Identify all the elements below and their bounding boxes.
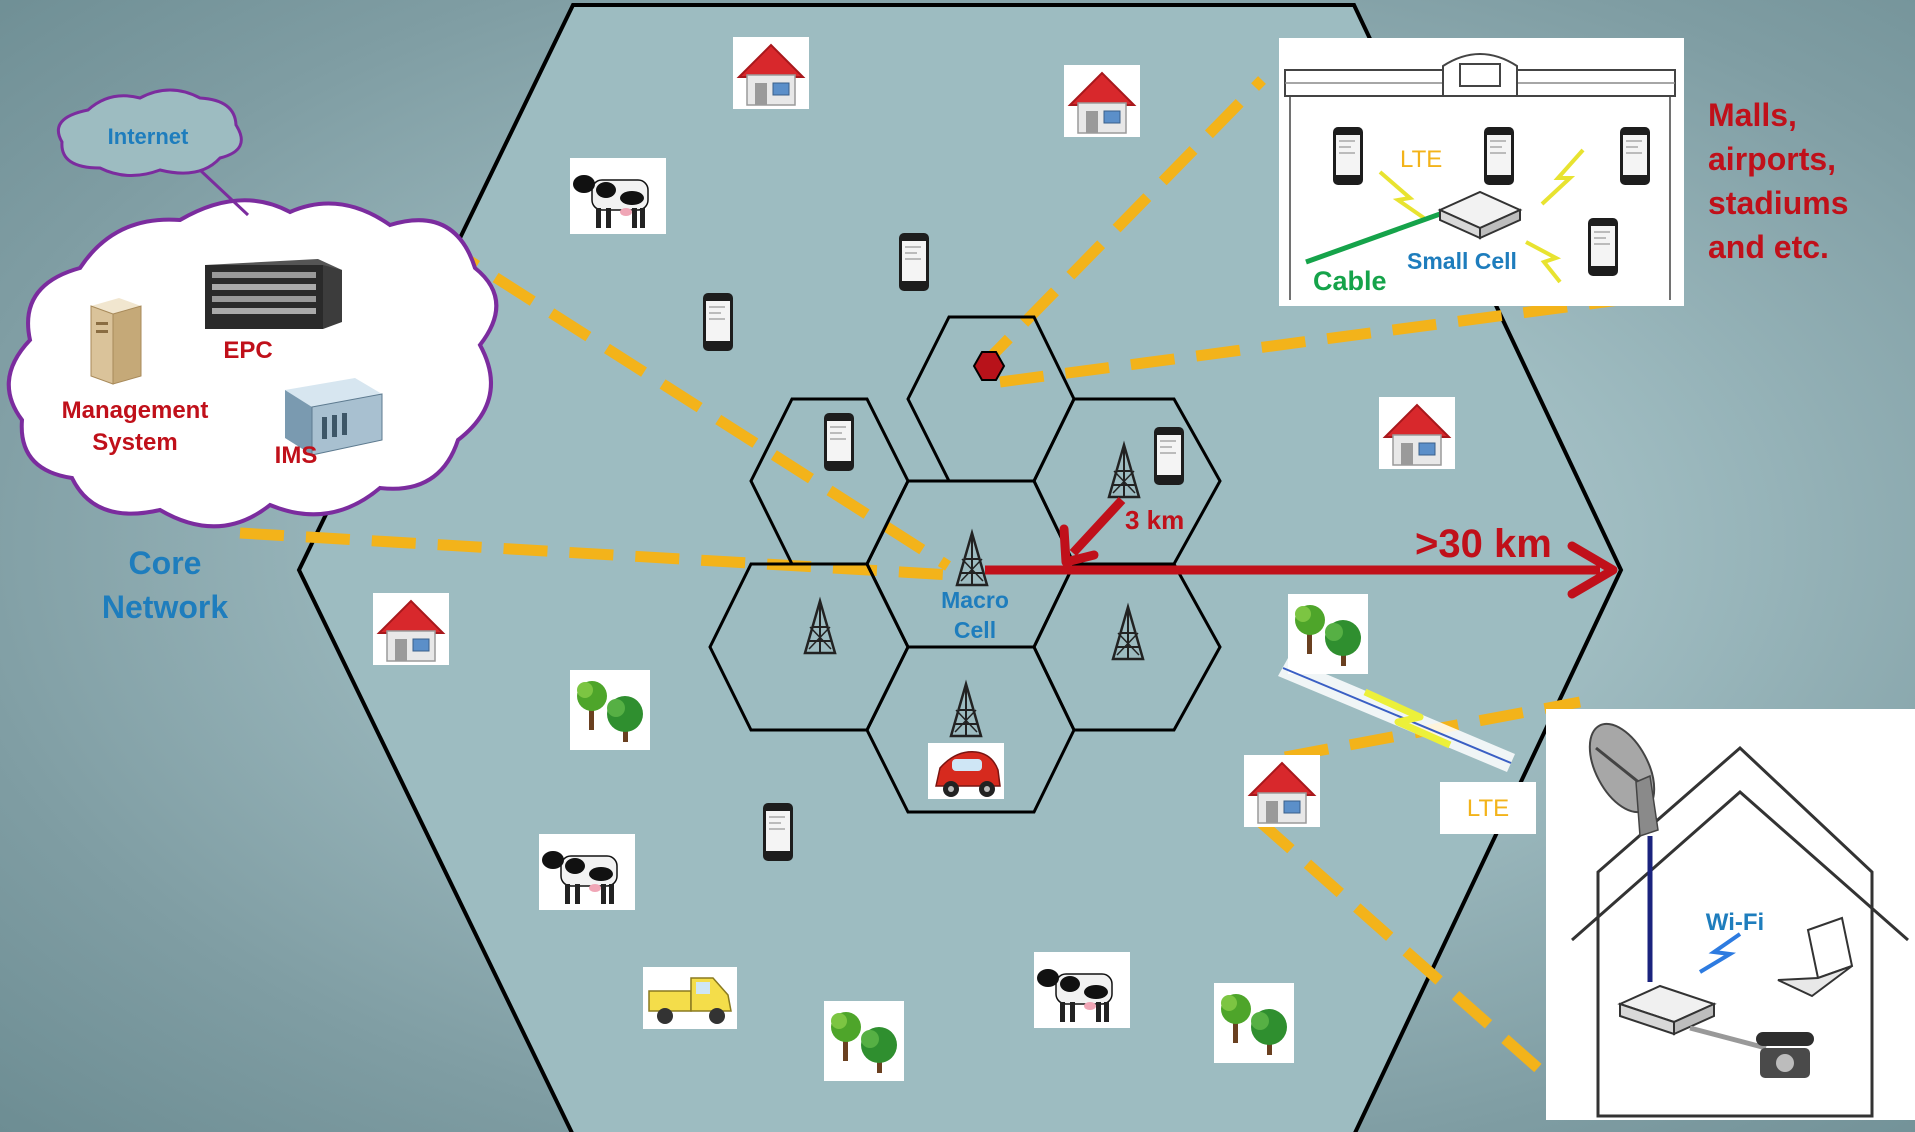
phone-icon [824, 413, 854, 471]
backhaul-smallcell-right [999, 286, 1681, 388]
phone-icon [703, 293, 733, 351]
core-network-label-line2: Network [102, 589, 228, 625]
house-icon [732, 36, 810, 110]
lightning-icon [1698, 932, 1742, 974]
house-icon [1243, 754, 1321, 828]
radius-arrows [985, 496, 1618, 599]
ims-label: IMS [275, 442, 318, 469]
large-radius-label: >30 km [1415, 522, 1552, 566]
core-network-label-line1: Core [129, 545, 202, 581]
phone-icon [1154, 427, 1184, 485]
small-cell-label: Small Cell [1407, 248, 1517, 274]
hex-cell-cluster [708, 315, 1222, 814]
backhaul-smallcell-left [974, 76, 1266, 374]
svg-text:Malls,: Malls, [1708, 97, 1797, 133]
truck-icon [643, 967, 737, 1029]
cell-bottom [865, 645, 1076, 814]
lightning-icon [1378, 170, 1426, 220]
backhaul-core-to-cell [437, 237, 951, 571]
management-server-icon [90, 297, 142, 385]
ims-server-icon [285, 378, 383, 456]
backhaul-core-to-macro [239, 527, 953, 581]
house-icon [1063, 64, 1141, 138]
internet-label: Internet [108, 124, 189, 149]
lte-link-beam [1278, 658, 1515, 772]
macro-cell-label-line1: Macro [941, 587, 1009, 613]
internet-cloud [56, 88, 250, 217]
small-cell-router-icon [1437, 190, 1523, 240]
home-panel [1546, 709, 1915, 1120]
phone-icon [763, 803, 793, 861]
trees-icon [570, 670, 650, 750]
epc-label: EPC [223, 337, 272, 364]
epc-server-icon [205, 259, 342, 329]
macro-cell-label-line2: Cell [954, 617, 996, 643]
svg-text:airports,: airports, [1708, 141, 1836, 177]
laptop-icon [1777, 916, 1854, 998]
small-radius-arrow [1069, 496, 1126, 557]
core-network-cloud [6, 198, 499, 529]
svg-text:stadiums: stadiums [1708, 185, 1848, 221]
svg-text:and etc.: and etc. [1708, 229, 1829, 265]
cow-icon [1033, 951, 1131, 1029]
cable-line [1305, 211, 1441, 265]
trees-icon [1214, 983, 1294, 1063]
large-radius-arrowhead [1567, 541, 1618, 599]
home-lte-label-box [1440, 782, 1536, 834]
management-label-line1: Management [62, 397, 209, 424]
cow-icon [569, 157, 667, 235]
small-cell-lte-label: LTE [1400, 146, 1442, 173]
small-radius-arrowhead [1059, 524, 1099, 567]
management-label-line2: System [92, 429, 177, 456]
house-icon [372, 592, 450, 666]
trees-icon [1288, 594, 1368, 674]
home-lte-label: LTE [1467, 795, 1509, 822]
small-cell-marker [972, 351, 1006, 381]
satellite-dish-icon [1588, 722, 1659, 838]
cow-icon [538, 833, 636, 911]
small-radius-label: 3 km [1125, 505, 1184, 535]
telephone-icon [1756, 1032, 1814, 1078]
trees-icon [824, 1001, 904, 1081]
cable-label: Cable [1313, 266, 1387, 296]
phone-icon [899, 233, 929, 291]
wifi-label: Wi-Fi [1706, 909, 1764, 936]
lightning-icon [1540, 148, 1585, 206]
small-cell-panel [1279, 38, 1684, 306]
car-icon [928, 743, 1004, 799]
house-icon [1378, 396, 1456, 470]
lightning-icon [1525, 240, 1562, 284]
venues-label: Malls, airports, stadiums and etc. [1708, 97, 1848, 265]
home-router-icon [1617, 984, 1717, 1036]
